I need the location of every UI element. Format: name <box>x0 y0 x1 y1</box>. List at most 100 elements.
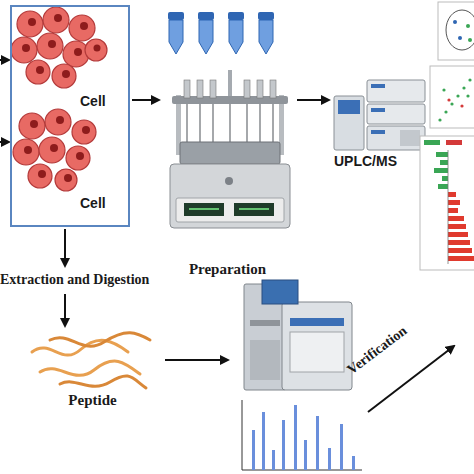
cell-nucleus <box>56 116 64 124</box>
pca-plot <box>466 24 470 28</box>
cell-cluster <box>28 164 52 188</box>
cell-cluster <box>45 109 71 135</box>
mass-spectrometer <box>250 320 280 326</box>
cell-nucleus <box>30 120 38 128</box>
sample-tube <box>229 20 243 54</box>
pca-plot <box>438 2 474 60</box>
bar-chart <box>448 256 474 261</box>
cell-nucleus <box>94 45 101 52</box>
evaporator-illustration <box>259 104 260 142</box>
pca-plot <box>458 36 462 40</box>
scatter-plot <box>466 94 469 97</box>
bar-chart <box>448 216 464 221</box>
pca-plot <box>446 10 474 50</box>
scatter-plot <box>456 94 459 97</box>
bar-chart <box>436 152 448 157</box>
uplc-ms-illustration <box>338 100 360 114</box>
uplc-ms-illustration <box>371 130 385 134</box>
cell-cluster <box>85 39 107 61</box>
cell-nucleus <box>54 14 62 22</box>
evaporator-illustration <box>189 208 219 210</box>
cell-nucleus <box>62 70 70 78</box>
scatter-plot <box>444 110 447 113</box>
sample-tube <box>198 12 214 20</box>
evaporator-illustration <box>170 70 290 228</box>
uplc-ms-illustration <box>367 104 425 124</box>
mass-spectrum <box>282 420 285 470</box>
mass-spectrometer <box>262 280 298 304</box>
bar-chart <box>448 192 456 197</box>
evaporator-illustration <box>187 104 273 142</box>
mass-spectrum <box>252 405 355 470</box>
cell-cluster <box>17 11 43 37</box>
mass-spectrum <box>340 424 343 470</box>
flow-arrow <box>64 229 66 266</box>
evaporator-illustration <box>180 142 280 164</box>
evaporator-illustration <box>184 203 224 216</box>
cell-cluster <box>55 169 77 191</box>
bar-chart <box>438 184 448 189</box>
node-text: Peptide <box>25 392 160 409</box>
cell-cluster <box>11 7 107 88</box>
sample-tube <box>169 20 183 54</box>
cell-cluster <box>19 113 45 139</box>
bar-chart <box>420 136 474 270</box>
sample-tube <box>228 12 244 20</box>
cell-nucleus <box>76 152 84 160</box>
cell-cluster <box>11 37 37 63</box>
evaporator-illustration <box>234 203 274 216</box>
scatter-plot <box>442 88 445 91</box>
flow-arrow <box>297 99 329 101</box>
sample-tube <box>199 20 213 54</box>
bar-chart <box>448 232 468 237</box>
cell-nucleus <box>36 66 44 74</box>
mass-spectrometer <box>290 332 344 372</box>
uplc-ms-instrument: UPLC/MS <box>330 75 428 173</box>
mass-spectrum <box>272 450 275 470</box>
bar-chart <box>446 140 462 145</box>
incoming-arrow <box>0 59 9 61</box>
sample-tube <box>258 12 274 20</box>
flow-arrow <box>165 359 228 361</box>
mass-spectrum <box>242 470 362 471</box>
evaporator-illustration <box>210 80 216 98</box>
evaporator-illustration <box>189 208 269 210</box>
cell-nucleus <box>64 174 72 182</box>
scatter-plot <box>462 86 465 89</box>
evaporator-illustration <box>246 104 247 142</box>
bar-chart <box>448 240 470 245</box>
mass-spectrum <box>242 400 362 470</box>
bar-chart <box>448 192 474 261</box>
uplc-ms-illustration <box>371 84 385 88</box>
mass-spectrum <box>304 440 307 470</box>
bar-chart <box>434 168 448 173</box>
cell-cluster <box>43 7 69 33</box>
mass-spectrometer <box>290 318 344 326</box>
mass-spectrum <box>252 430 255 470</box>
cell-nucleus <box>28 18 36 26</box>
evaporator-illustration <box>186 104 187 142</box>
evaporator-illustration <box>257 80 263 98</box>
cell-cluster <box>13 109 96 191</box>
peptide-strand <box>32 333 150 388</box>
evaporator-illustration <box>199 104 200 142</box>
cell-nucleus <box>22 44 30 52</box>
cell-nucleus <box>48 40 56 48</box>
cell-nucleus <box>74 48 82 56</box>
mass-spectrometer <box>250 340 280 380</box>
node-text: Preparation <box>160 261 295 278</box>
evaporator-illustration <box>270 80 276 98</box>
cell-nucleus <box>22 14 101 78</box>
flow-arrow <box>64 294 66 326</box>
flow-arrow <box>65 229 454 412</box>
cell-nucleus <box>82 126 90 134</box>
evaporator-illustration <box>212 104 213 142</box>
node-text: UPLC/MS <box>334 153 397 169</box>
flow-arrow <box>132 99 159 101</box>
step-label: Verification <box>344 323 410 378</box>
uplc-ms-illustration <box>334 96 364 150</box>
peptide-strand <box>50 333 150 347</box>
bar-chart <box>440 160 448 165</box>
cell-cluster <box>39 137 65 163</box>
bar-chart <box>448 200 460 205</box>
